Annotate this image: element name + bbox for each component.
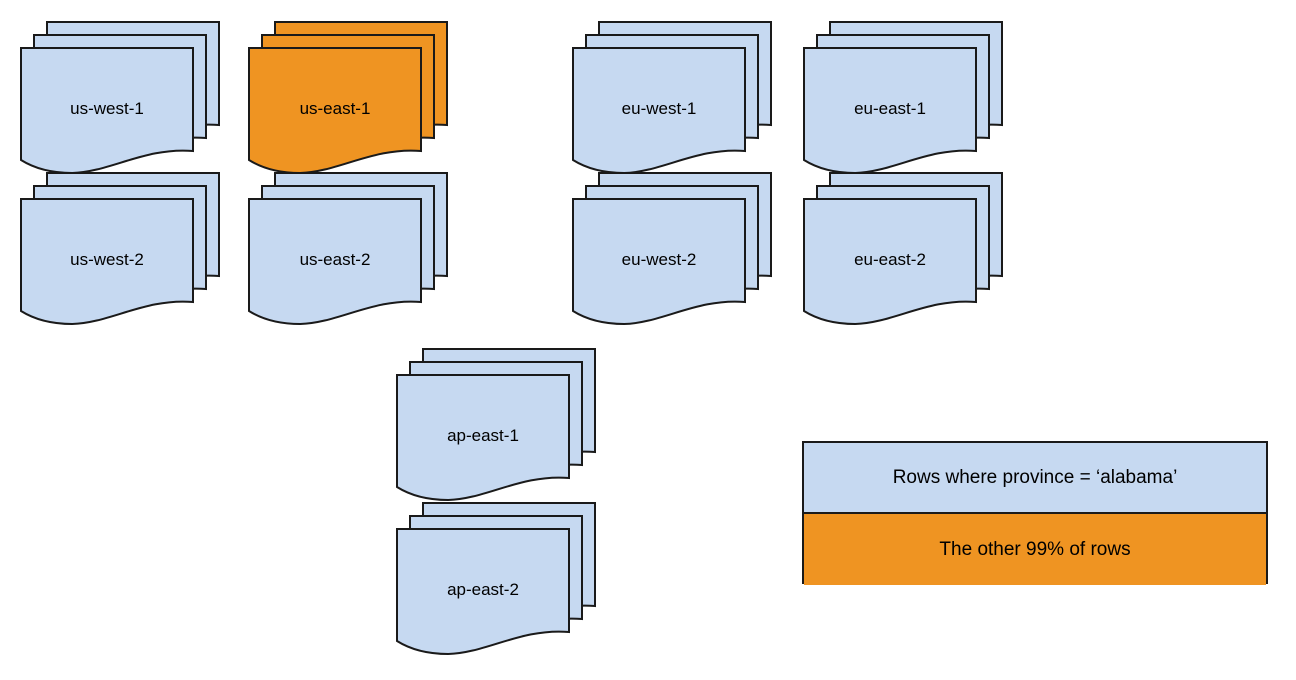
document-sheet bbox=[396, 528, 570, 656]
shard-stack-shape bbox=[396, 348, 596, 502]
shard-stack-shape bbox=[572, 21, 772, 175]
legend: Rows where province = ‘alabama’ The other… bbox=[802, 441, 1268, 585]
shard-stack-us-west-1[interactable]: us-west-1 bbox=[20, 21, 220, 175]
document-sheet bbox=[248, 47, 422, 175]
shard-stack-ap-east-1[interactable]: ap-east-1 bbox=[396, 348, 596, 502]
shard-stack-eu-west-2[interactable]: eu-west-2 bbox=[572, 172, 772, 326]
document-sheet bbox=[20, 198, 194, 326]
shard-stack-us-east-2[interactable]: us-east-2 bbox=[248, 172, 448, 326]
shard-stack-us-east-1[interactable]: us-east-1 bbox=[248, 21, 448, 175]
shard-stack-eu-east-2[interactable]: eu-east-2 bbox=[803, 172, 1003, 326]
document-sheet bbox=[803, 47, 977, 175]
shard-stack-shape bbox=[248, 172, 448, 326]
legend-row-legend-orange: The other 99% of rows bbox=[804, 514, 1266, 585]
shard-stack-shape bbox=[803, 172, 1003, 326]
shard-stack-shape bbox=[20, 21, 220, 175]
shard-stack-eu-west-1[interactable]: eu-west-1 bbox=[572, 21, 772, 175]
shard-stack-shape bbox=[803, 21, 1003, 175]
document-sheet bbox=[396, 374, 570, 502]
shard-stack-shape bbox=[572, 172, 772, 326]
document-sheet bbox=[248, 198, 422, 326]
legend-row-label: Rows where province = ‘alabama’ bbox=[892, 466, 1178, 488]
shard-stack-shape bbox=[20, 172, 220, 326]
document-sheet bbox=[20, 47, 194, 175]
document-sheet bbox=[803, 198, 977, 326]
shard-stack-shape bbox=[248, 21, 448, 175]
shard-stack-us-west-2[interactable]: us-west-2 bbox=[20, 172, 220, 326]
shard-stack-eu-east-1[interactable]: eu-east-1 bbox=[803, 21, 1003, 175]
shard-stack-shape bbox=[396, 502, 596, 656]
legend-row-legend-blue: Rows where province = ‘alabama’ bbox=[804, 443, 1266, 514]
document-sheet bbox=[572, 198, 746, 326]
legend-row-label: The other 99% of rows bbox=[939, 538, 1131, 560]
shard-stack-ap-east-2[interactable]: ap-east-2 bbox=[396, 502, 596, 656]
document-sheet bbox=[572, 47, 746, 175]
